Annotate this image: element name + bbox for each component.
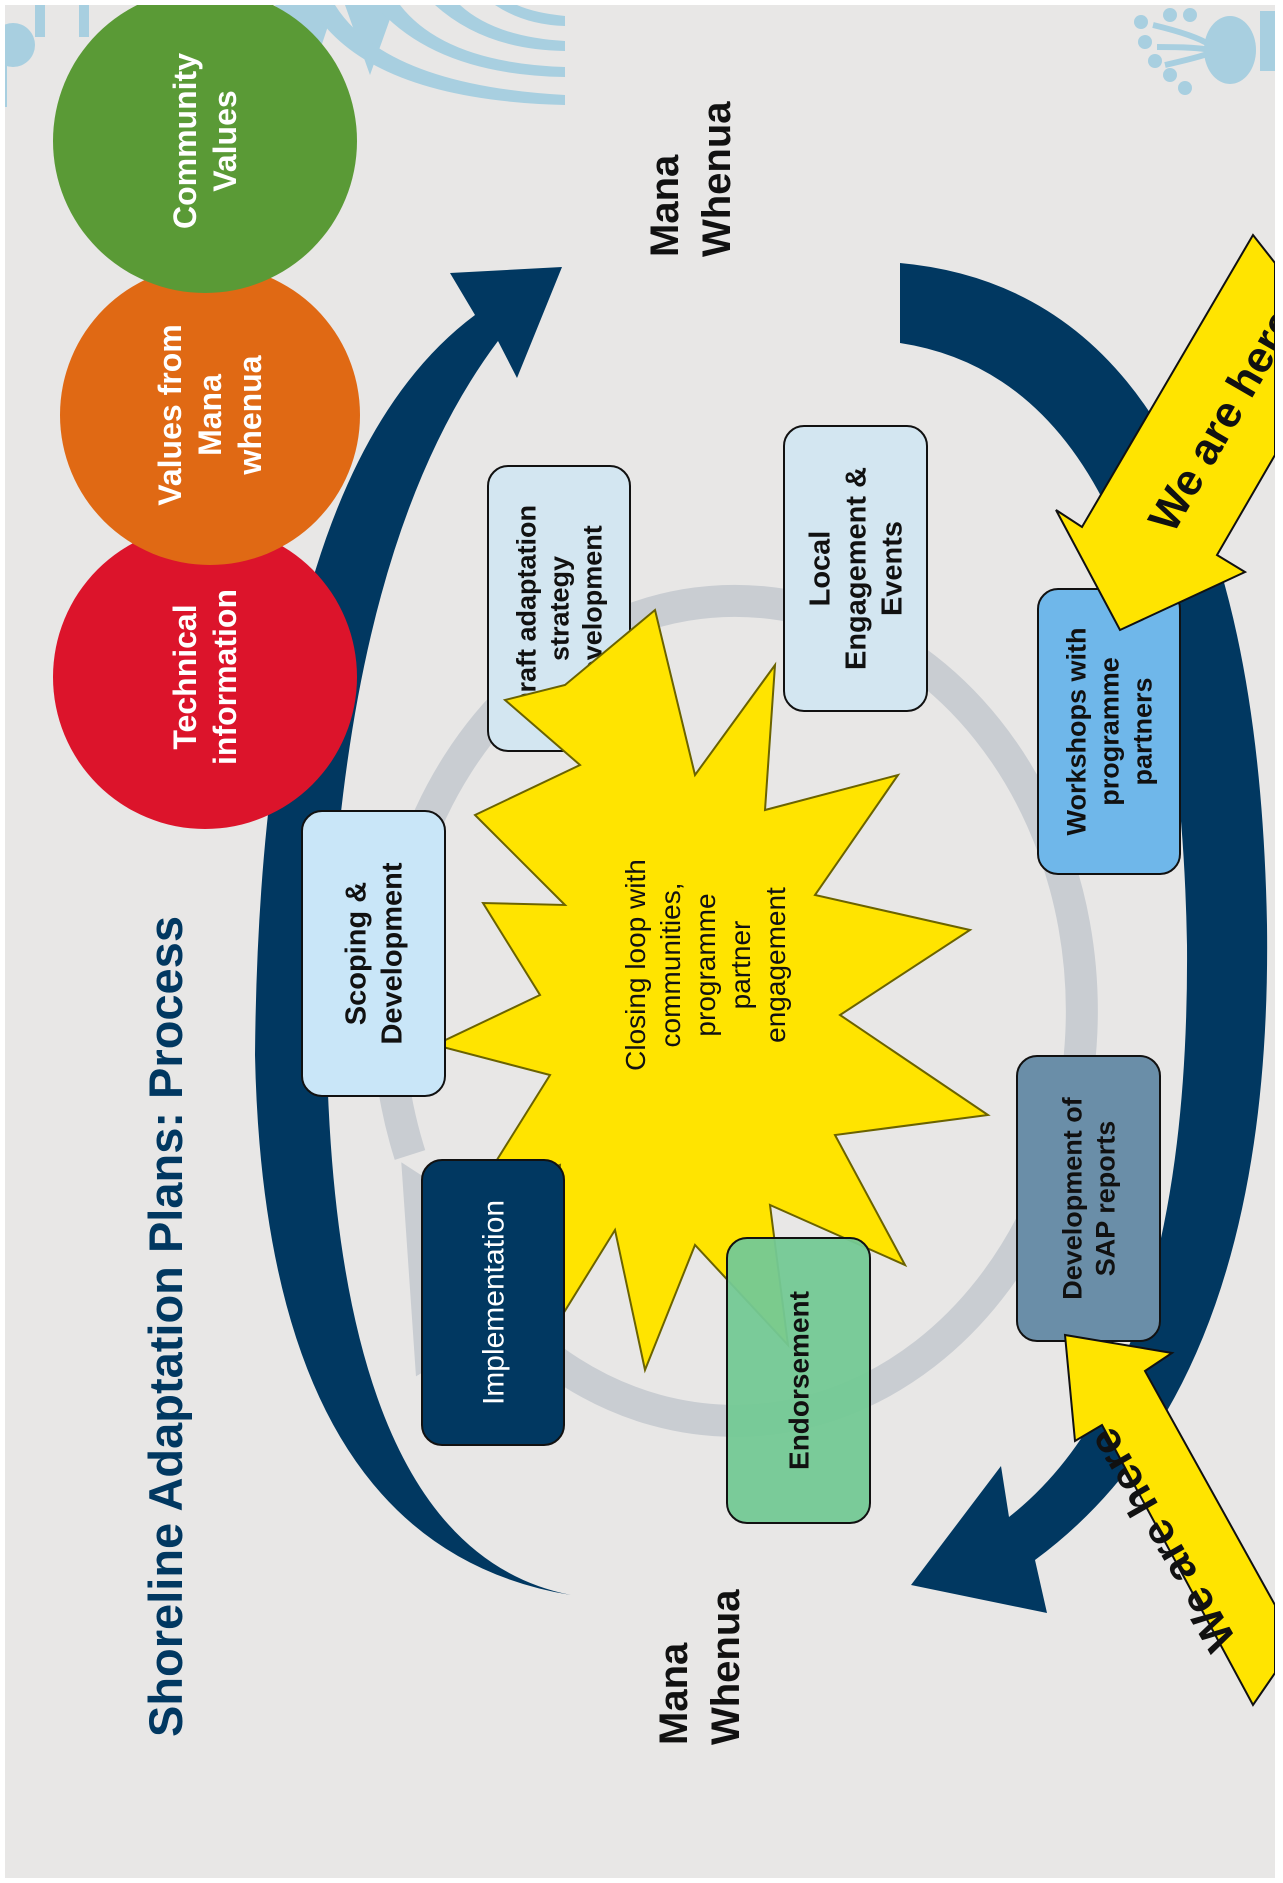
stage-sap-reports-box: [1016, 1055, 1161, 1342]
input-technical: [53, 525, 357, 829]
input-community-label-line-1: Community: [167, 53, 203, 229]
page-title: Shoreline Adaptation Plans: Process: [139, 916, 192, 1737]
closing-loop-label-line-3: programme: [690, 893, 721, 1036]
closing-loop-label-line-5: engagement: [760, 887, 791, 1043]
stage-local-engagement-label-line-2: Engagement &: [841, 467, 873, 670]
stage-scoping-box: [301, 810, 446, 1097]
stage-local-engagement-label-line-3: Events: [877, 521, 909, 616]
closing-loop-burst: [432, 608, 991, 1374]
closing-loop-label-line-4: partner: [725, 921, 756, 1010]
input-mana-whenua-label-line-1: Values from: [152, 324, 188, 505]
stage-workshops-label-line-2: programme: [1094, 657, 1124, 806]
stage-endorsement-label-line-1: Endorsement: [783, 1291, 814, 1470]
stage-endorsement-label: Endorsement: [783, 1291, 814, 1470]
mana-whenua-bottom-line-2: Whenua: [704, 1589, 748, 1745]
input-mana-whenua-label-line-2: Mana: [192, 374, 228, 456]
stage-sap-reports-label-line-1: Development of: [1057, 1096, 1087, 1300]
mana-whenua-bottom-line-1: Mana: [652, 1642, 696, 1745]
stage-scoping: Scoping &Development: [301, 810, 446, 1097]
stage-implementation-box: [421, 1159, 565, 1446]
stage-local-engagement-label-line-1: Local: [805, 531, 837, 607]
we-are-here-arrow-top: [1055, 233, 1275, 632]
input-technical-label-line-1: Technical: [167, 604, 203, 749]
stage-scoping-label: Scoping &Development: [341, 862, 409, 1044]
stage-workshops-label-line-1: Workshops with: [1061, 627, 1091, 835]
stage-implementation-label-line-1: Implementation: [478, 1200, 511, 1405]
mana-whenua-top-line-2: Whenua: [695, 101, 739, 257]
stage-scoping-label-line-1: Scoping &: [341, 882, 373, 1025]
input-community: [53, 5, 357, 293]
closing-loop-label-line-2: communities,: [655, 883, 686, 1048]
input-community-label-line-2: Values: [207, 90, 243, 191]
stage-draft-strategy-label-line-1: Draft adaptation: [511, 505, 541, 712]
input-technical-label-line-2: information: [207, 589, 243, 765]
decor-top-right: [1134, 8, 1275, 95]
closing-loop-label-line-1: Closing loop with: [620, 859, 651, 1071]
stage-sap-reports-label-line-2: SAP reports: [1090, 1121, 1120, 1277]
input-mana-whenua: [60, 265, 360, 565]
mana-whenua-top: Mana Whenua: [643, 101, 739, 257]
stage-workshops-label-line-3: partners: [1127, 677, 1157, 785]
stage-endorsement: Endorsement: [726, 1237, 871, 1524]
stage-implementation: Implementation: [421, 1159, 565, 1446]
stage-endorsement-box: [726, 1237, 871, 1524]
input-mana-whenua-label-line-3: whenua: [232, 355, 268, 475]
mana-whenua-top-line-1: Mana: [643, 154, 687, 257]
stage-draft-strategy-label-line-2: strategy: [544, 556, 574, 661]
stage-scoping-label-line-2: Development: [377, 862, 409, 1044]
stage-local-engagement-box: [783, 425, 928, 712]
mana-whenua-bottom: Mana Whenua: [652, 1589, 748, 1745]
we-are-here-arrow-bottom: [1063, 1333, 1275, 1707]
stage-implementation-label: Implementation: [478, 1200, 511, 1405]
